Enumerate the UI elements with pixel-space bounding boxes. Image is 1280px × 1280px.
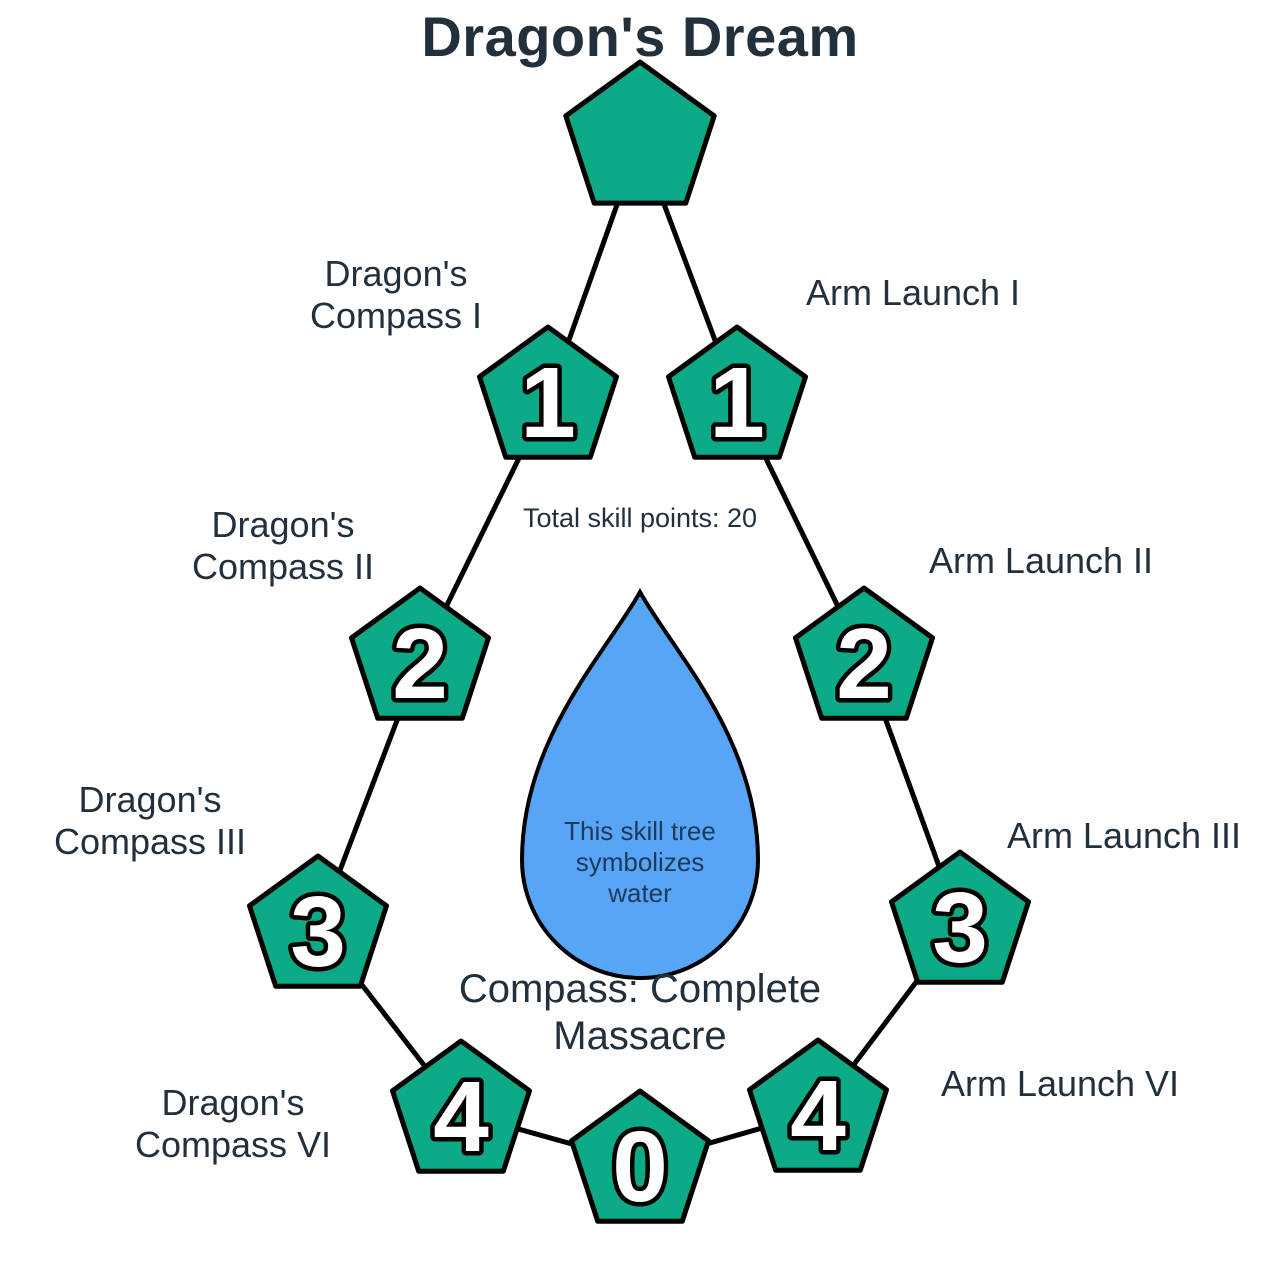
skill-node-value: 0	[612, 1111, 668, 1223]
skill-label-arm2: Arm Launch II	[929, 540, 1153, 581]
skill-node-value: 2	[392, 608, 448, 720]
skill-node-shape[interactable]	[349, 585, 491, 721]
skill-node-shape[interactable]	[666, 324, 808, 460]
skill-label-arm3: Arm Launch III	[1007, 815, 1241, 856]
skill-node-value: 3	[932, 872, 988, 984]
skill-node-zero[interactable]: 0	[569, 1088, 711, 1228]
skill-node-arm3[interactable]: 3 Arm Launch III	[889, 815, 1242, 989]
skill-node-value: 1	[520, 347, 576, 459]
skill-node-value: 4	[790, 1060, 846, 1172]
skill-node-shape[interactable]	[747, 1037, 889, 1173]
skill-node-shape[interactable]	[793, 585, 935, 721]
skill-label-arm4: Arm Launch VI	[941, 1063, 1179, 1104]
skill-node-arm4[interactable]: 4 Arm Launch VI	[747, 1037, 1180, 1177]
page-title: Dragon's Dream	[421, 5, 859, 68]
skill-node-value: 2	[836, 608, 892, 720]
skill-label-arm1: Arm Launch I	[806, 272, 1020, 313]
skill-node-value: 1	[709, 347, 765, 459]
skill-node-root[interactable]	[563, 59, 717, 206]
skill-node-shape[interactable]	[563, 59, 717, 206]
skill-points-total: Total skill points: 20	[522, 503, 758, 533]
skill-node-shape[interactable]	[477, 324, 619, 460]
skill-node-arm1[interactable]: 1 Arm Launch I	[666, 272, 1021, 464]
compass-note: Compass: Complete Massacre	[458, 967, 822, 1059]
skill-node-shape[interactable]	[390, 1038, 532, 1174]
skill-node-arm2[interactable]: 2 Arm Launch II	[793, 540, 1154, 725]
water-droplet-shape	[519, 587, 761, 980]
skill-node-value: 4	[433, 1061, 489, 1173]
skill-node-shape[interactable]	[569, 1088, 711, 1224]
skill-node-value: 3	[290, 876, 346, 988]
skill-node-shape[interactable]	[247, 853, 389, 989]
skill-node-shape[interactable]	[889, 849, 1031, 985]
